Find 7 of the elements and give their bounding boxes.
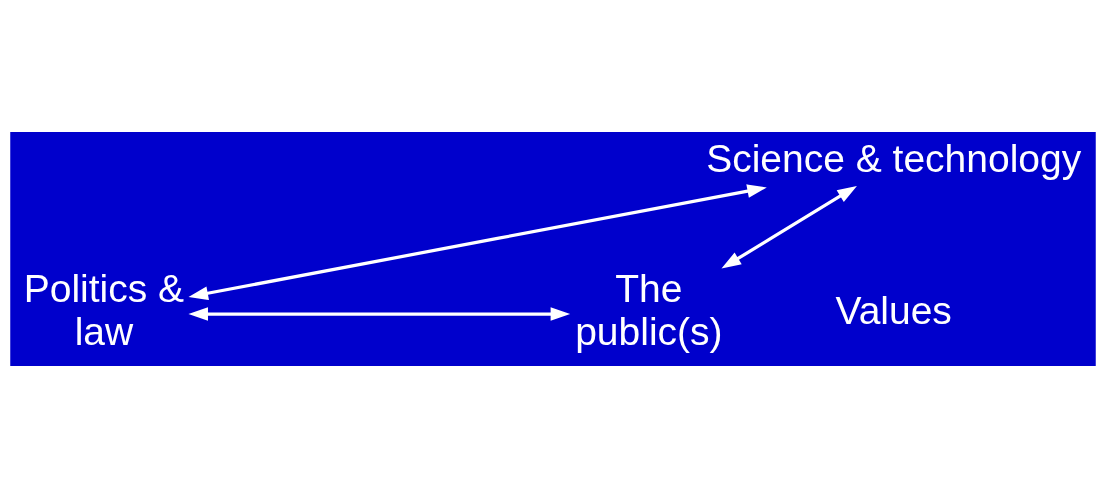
arrow <box>721 185 857 269</box>
node-text: Science & technology <box>706 136 1082 180</box>
arrow <box>188 306 571 321</box>
arrow <box>188 183 767 300</box>
node-text: The public(s) <box>575 266 723 353</box>
label: Values <box>835 288 952 332</box>
node-text: Politics & law <box>23 266 185 353</box>
